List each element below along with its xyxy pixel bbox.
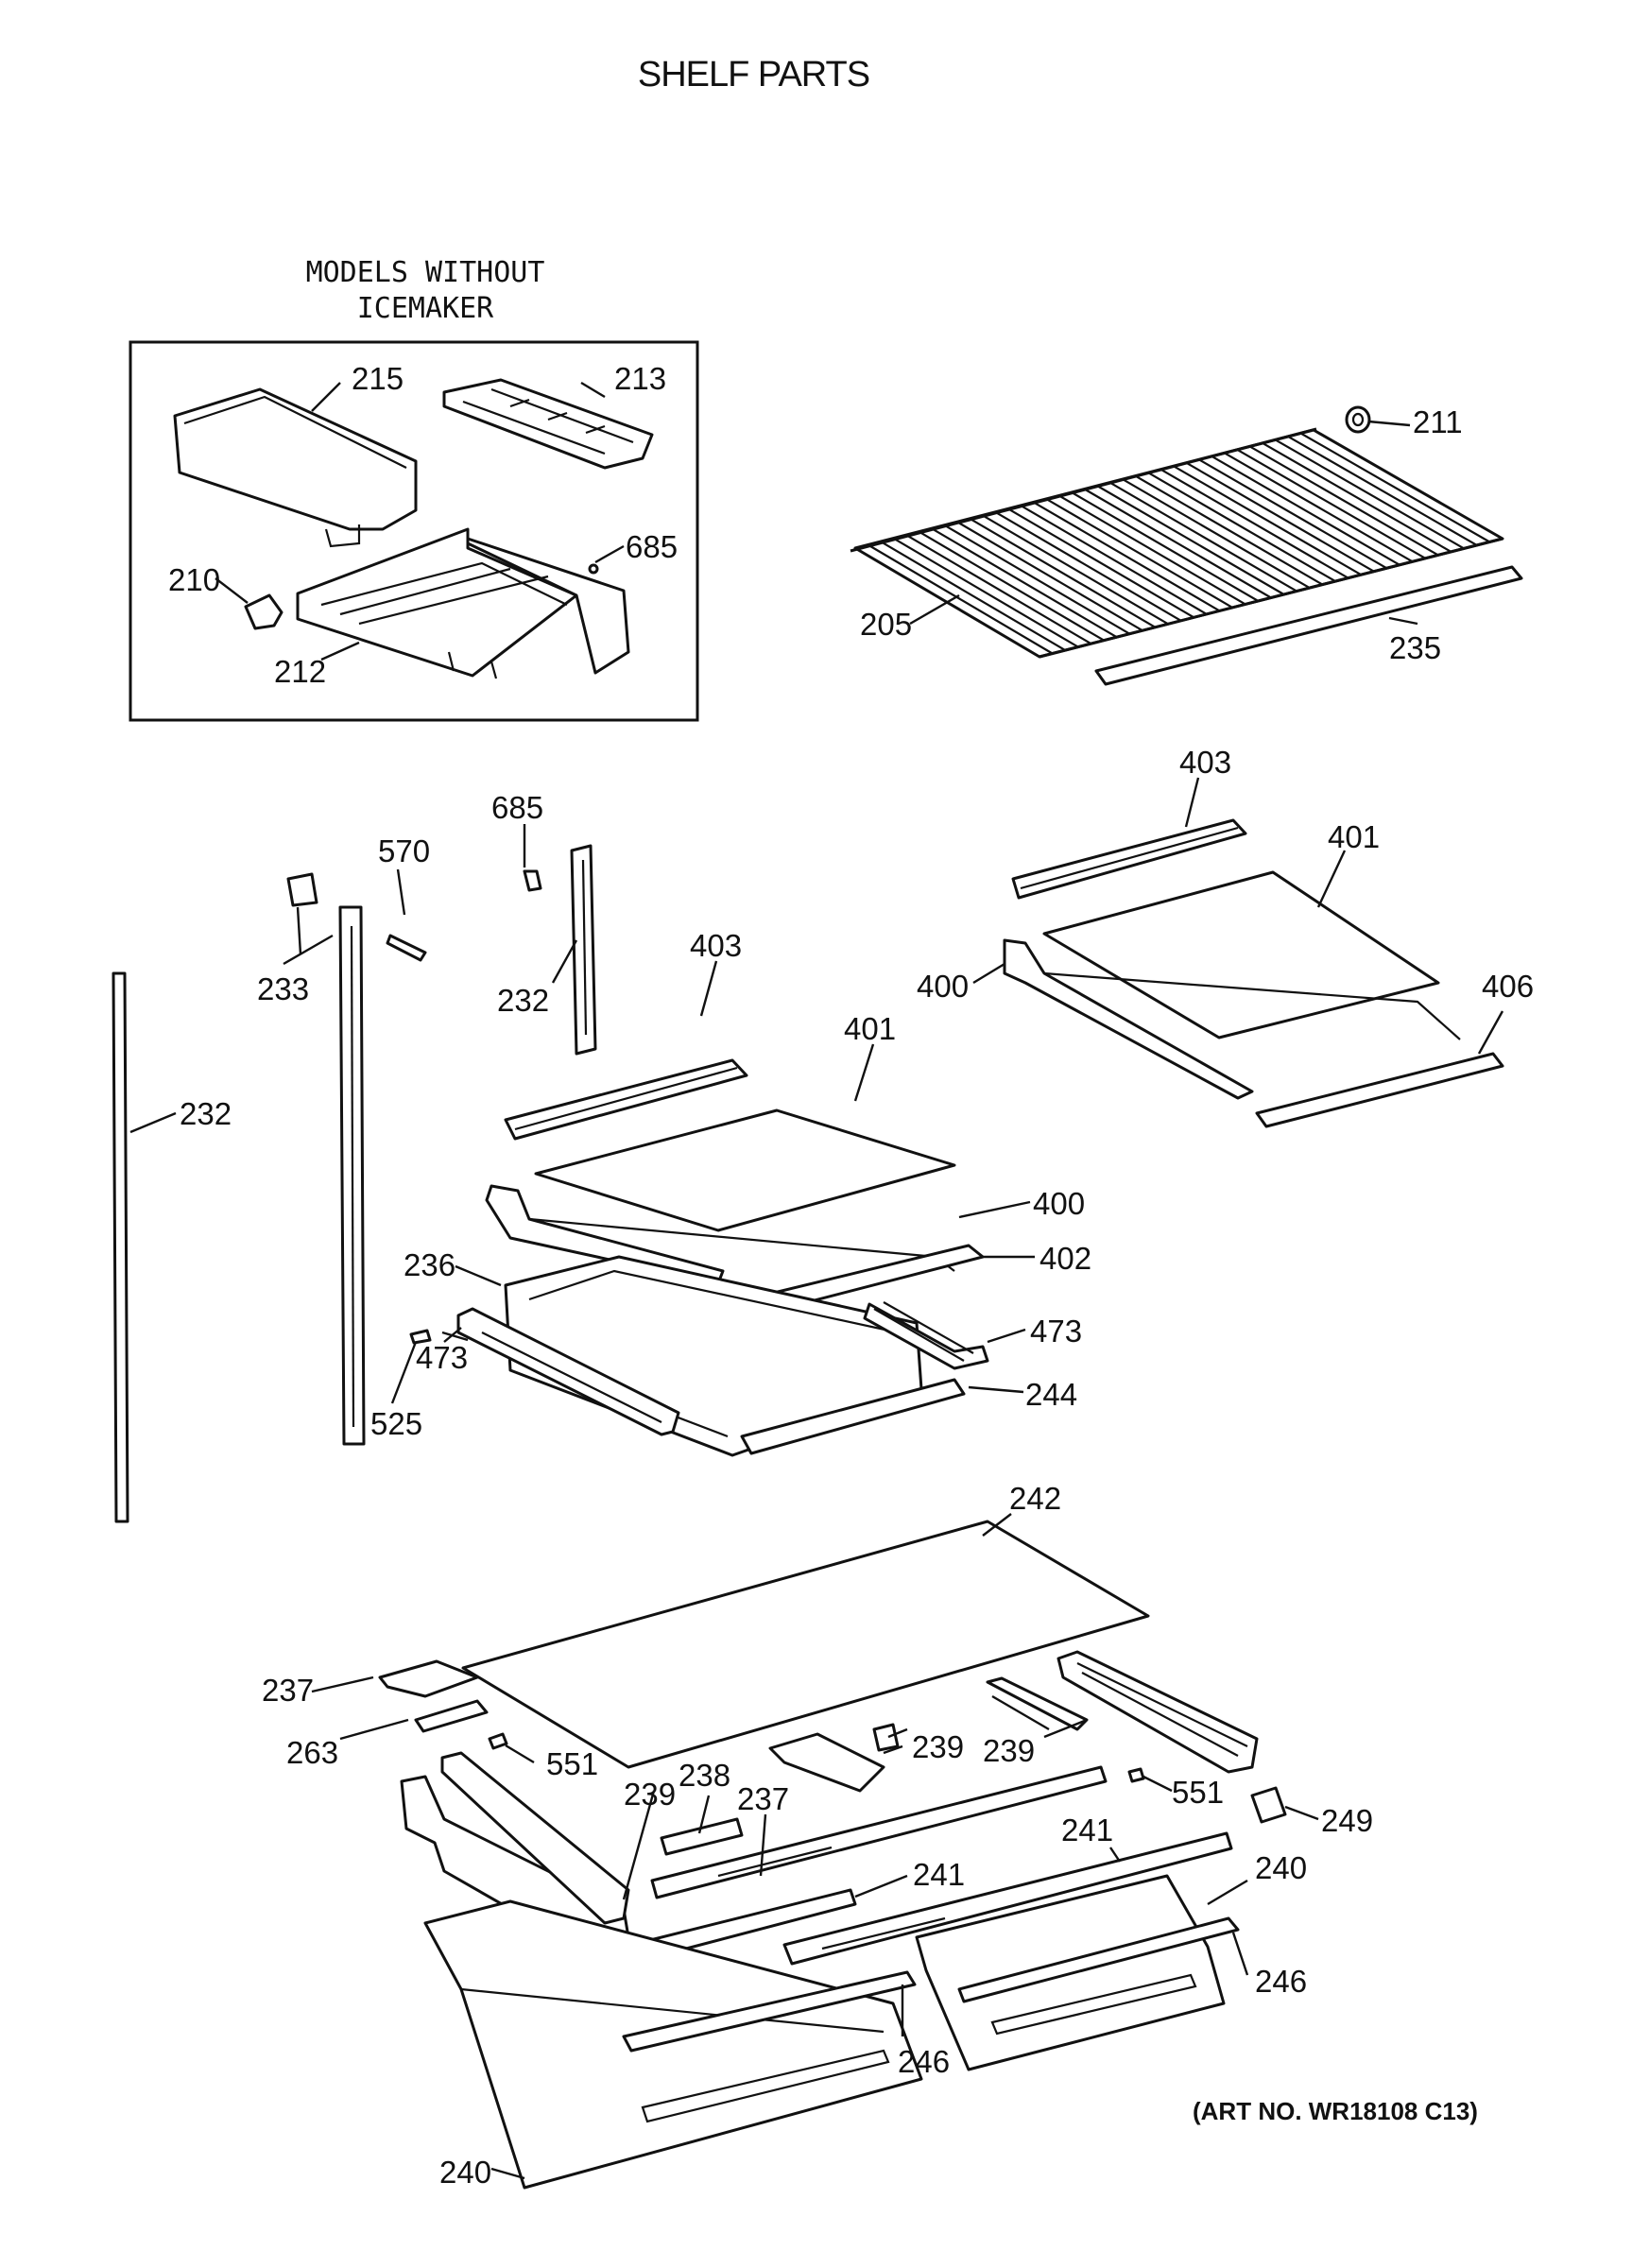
label-400-center: 400 <box>1033 1186 1085 1221</box>
label-212: 212 <box>274 654 326 689</box>
part-210-knob <box>244 593 283 630</box>
label-232-left: 232 <box>180 1096 232 1131</box>
part-246-handle-left <box>622 1970 917 2053</box>
part-right-support-rail <box>1057 1650 1259 1774</box>
inset-title-line-2: ICEMAKER <box>356 292 494 325</box>
label-244: 244 <box>1025 1377 1077 1412</box>
label-242: 242 <box>1009 1481 1061 1516</box>
label-525: 525 <box>370 1406 422 1441</box>
part-473-rail-left <box>456 1307 680 1436</box>
label-241-left: 241 <box>913 1857 965 1892</box>
part-235-trim <box>1094 565 1523 686</box>
part-238-label <box>660 1817 744 1856</box>
label-401-center: 401 <box>844 1011 896 1046</box>
part-205-wire-shelf <box>850 427 1504 659</box>
label-240-right: 240 <box>1255 1850 1307 1885</box>
label-239-left: 239 <box>624 1777 676 1812</box>
label-205: 205 <box>860 607 912 642</box>
label-236: 236 <box>404 1247 455 1282</box>
label-239-center: 239 <box>912 1729 964 1764</box>
part-232-rail-far-left <box>112 971 129 1523</box>
part-246-handle-right <box>957 1916 1240 2003</box>
part-215-ice-bucket <box>173 387 418 548</box>
label-240-left: 240 <box>439 2155 491 2190</box>
part-237-support-center <box>650 1765 1108 1899</box>
label-403-upper: 403 <box>1179 745 1231 780</box>
part-rail-left <box>338 905 366 1446</box>
part-233-clip <box>286 872 318 907</box>
label-551-right: 551 <box>1172 1775 1224 1810</box>
part-232-rail-center <box>570 844 597 1056</box>
part-406-trim-upper-right <box>1255 1052 1504 1128</box>
page-title: SHELF PARTS <box>637 55 870 94</box>
label-233: 233 <box>257 971 309 1006</box>
label-400-upper: 400 <box>917 969 969 1004</box>
label-570: 570 <box>378 833 430 868</box>
label-237-left: 237 <box>262 1673 314 1708</box>
part-240-crisper-left <box>423 1899 923 2190</box>
label-241-right: 241 <box>1061 1813 1113 1847</box>
part-212-tray-frame <box>296 527 630 679</box>
label-473-left: 473 <box>416 1340 468 1375</box>
label-403-center: 403 <box>690 928 742 963</box>
label-685: 685 <box>491 790 543 825</box>
inset-box <box>129 340 699 722</box>
part-403-trim-center <box>504 1058 748 1141</box>
part-242-glass-cover <box>461 1520 1150 1769</box>
inset-title: MODELS WITHOUT ICEMAKER <box>283 255 567 327</box>
label-237-center: 237 <box>737 1781 789 1816</box>
label-402: 402 <box>1039 1241 1091 1276</box>
label-246-left: 246 <box>898 2044 950 2079</box>
part-241-trim-right <box>782 1831 1233 1966</box>
label-211: 211 <box>1413 404 1463 439</box>
label-238: 238 <box>679 1758 730 1793</box>
label-246-right: 246 <box>1255 1964 1307 1999</box>
part-249-bracket <box>1250 1786 1287 1824</box>
leader-lines <box>129 381 1504 2180</box>
label-401-upper: 401 <box>1328 819 1380 854</box>
part-401-glass-center <box>534 1108 956 1232</box>
label-406: 406 <box>1482 969 1534 1004</box>
label-210: 210 <box>168 562 220 597</box>
part-263-support <box>414 1699 489 1733</box>
label-239-right: 239 <box>983 1733 1035 1768</box>
part-403-trim-upper-right <box>1011 818 1247 900</box>
inset-title-line-1: MODELS WITHOUT <box>305 256 545 289</box>
label-551-left: 551 <box>546 1746 598 1781</box>
label-235: 235 <box>1389 630 1441 665</box>
part-244-trim <box>740 1378 966 1455</box>
part-400-frame-upper-right <box>1003 938 1461 1100</box>
part-551-screw-left <box>488 1732 508 1750</box>
label-685-inset: 685 <box>626 529 678 564</box>
part-213-ice-tray <box>442 378 654 470</box>
label-249: 249 <box>1321 1803 1373 1838</box>
art-number: (ART NO. WR18108 C13) <box>1193 2097 1478 2125</box>
label-213: 213 <box>614 361 666 396</box>
label-263: 263 <box>286 1735 338 1770</box>
part-473-rail-right <box>863 1301 989 1370</box>
part-685-screw-inset <box>588 563 599 575</box>
part-239-slide-center <box>768 1723 900 1793</box>
part-525-screw <box>409 1329 432 1345</box>
part-211-clip <box>1345 405 1371 434</box>
label-232-center: 232 <box>497 983 549 1018</box>
part-570-screw <box>386 934 427 962</box>
part-237-support-left <box>378 1659 479 1698</box>
part-551-screw-right <box>1127 1767 1145 1783</box>
label-215: 215 <box>352 361 404 396</box>
label-473-right: 473 <box>1030 1314 1082 1349</box>
part-685-screw <box>523 869 542 892</box>
